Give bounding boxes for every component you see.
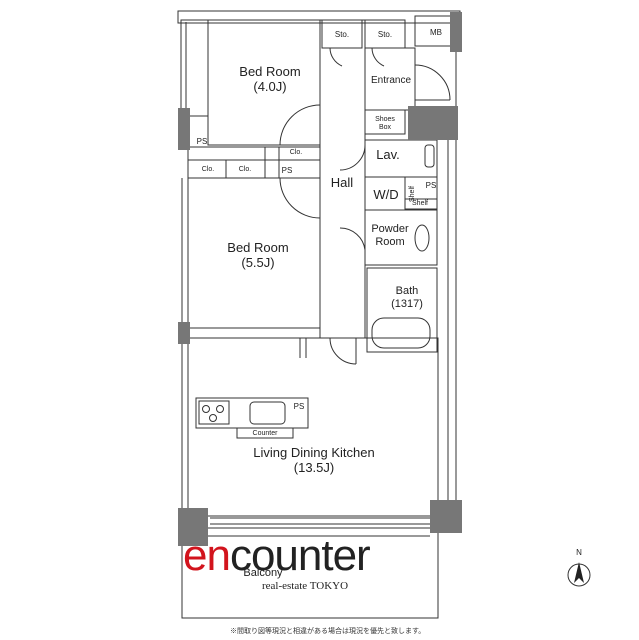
mb-label: MB: [430, 28, 442, 37]
north-arrow-icon: [567, 562, 591, 587]
top-wall: [177, 10, 461, 24]
balcony-label: Balcony: [243, 567, 283, 579]
storage-label-1: Sto.: [334, 30, 350, 39]
column-left-bottom: [178, 508, 208, 546]
ps-lav-label: PS: [425, 181, 437, 190]
column-right-upper: [408, 106, 458, 140]
hall-label: Hall: [330, 175, 354, 190]
bath-size: (1317): [391, 297, 423, 310]
encounter-logo: encounter: [183, 531, 371, 581]
column-left-mid: [178, 322, 190, 344]
bedroom2-size: (5.5J): [241, 254, 275, 270]
wd-label: W/D: [373, 187, 399, 202]
powder-room-line2: Room: [375, 235, 405, 248]
ps-mid-label: PS: [281, 166, 293, 175]
closet-label-b: Clo.: [238, 166, 252, 173]
column-left-upper: [178, 108, 190, 150]
powder-room-label: Powder Room: [368, 223, 412, 248]
bedroom1-name: Bed Room: [239, 64, 301, 79]
column-top-right: [450, 12, 462, 52]
bedroom1-window: [180, 19, 209, 117]
shoes-box-label: Shoes Box: [367, 116, 403, 132]
storage-label-2: Sto.: [377, 30, 393, 39]
bedroom1-label: Bed Room (4.0J): [222, 64, 318, 95]
logo-red-part: en: [183, 531, 231, 580]
logo-dark-part: counter: [229, 531, 371, 580]
bedroom1-size: (4.0J): [253, 78, 287, 94]
ps-left-label: PS: [196, 137, 208, 146]
ldk-walls: [187, 337, 439, 517]
ps-kitchen-label: PS: [293, 402, 305, 411]
closet-label-a: Clo.: [201, 166, 215, 173]
bedroom2-label: Bed Room (5.5J): [210, 240, 306, 271]
closet-label-top: Clo.: [289, 149, 303, 156]
bath-name: Bath: [395, 285, 419, 297]
balcony-walls: [181, 527, 439, 619]
footnote: ※間取り図等現況と相違がある場合は現況を優先と致します。: [230, 628, 426, 635]
shelf-label-horizontal: Shelf: [412, 200, 428, 207]
column-right-bottom: [430, 500, 462, 533]
shoes-box-line1: Shoes: [375, 116, 395, 123]
counter-label: Counter: [252, 430, 278, 437]
bath-walls: [366, 267, 438, 353]
ldk-size: (13.5J): [293, 459, 335, 475]
bedroom2-name: Bed Room: [227, 240, 289, 255]
lav-label: Lav.: [376, 147, 400, 162]
shoes-box-line2: Box: [378, 124, 392, 132]
ldk-label: Living Dining Kitchen (13.5J): [236, 445, 392, 476]
brand-tagline: real-estate TOKYO: [262, 580, 349, 592]
entrance-label: Entrance: [370, 75, 412, 86]
bath-label: Bath (1317): [385, 285, 429, 310]
ldk-name: Living Dining Kitchen: [253, 445, 375, 460]
north-label: N: [576, 548, 582, 557]
powder-room-line1: Powder: [371, 223, 409, 235]
